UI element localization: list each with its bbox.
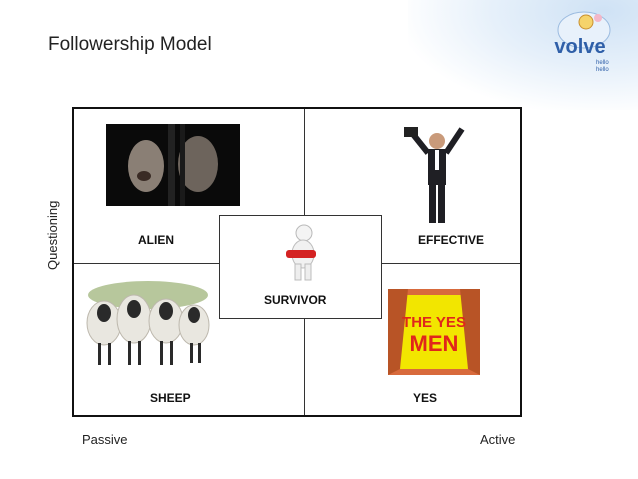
effective-image: [404, 127, 465, 223]
slide-title: Followership Model: [48, 34, 212, 55]
svg-text:hello: hello: [596, 67, 609, 73]
alien-image: [106, 124, 240, 206]
survivor-figure-image: [286, 224, 316, 281]
followership-matrix: ALIEN EFFECTIVE: [72, 107, 522, 417]
svg-text:volve: volve: [554, 36, 605, 58]
quadrant-label-sheep: SHEEP: [150, 391, 191, 405]
svg-text:hello: hello: [596, 60, 609, 66]
svg-text:MEN: MEN: [410, 331, 459, 356]
yes-men-image: THE YES MEN: [388, 289, 480, 375]
x-axis-label-passive: Passive: [82, 432, 128, 447]
quadrant-label-alien: ALIEN: [138, 233, 174, 247]
y-axis-label: Questioning: [45, 200, 60, 270]
svg-text:THE YES: THE YES: [402, 314, 466, 331]
quadrant-label-survivor: SURVIVOR: [264, 293, 327, 307]
x-axis-label-active: Active: [480, 432, 516, 447]
quadrant-label-yes: YES: [413, 391, 438, 405]
sheep-image: [84, 273, 212, 371]
volve-logo: volve hello hello: [554, 11, 611, 73]
survivor-box: SURVIVOR: [219, 215, 382, 319]
quadrant-label-effective: EFFECTIVE: [418, 233, 485, 247]
